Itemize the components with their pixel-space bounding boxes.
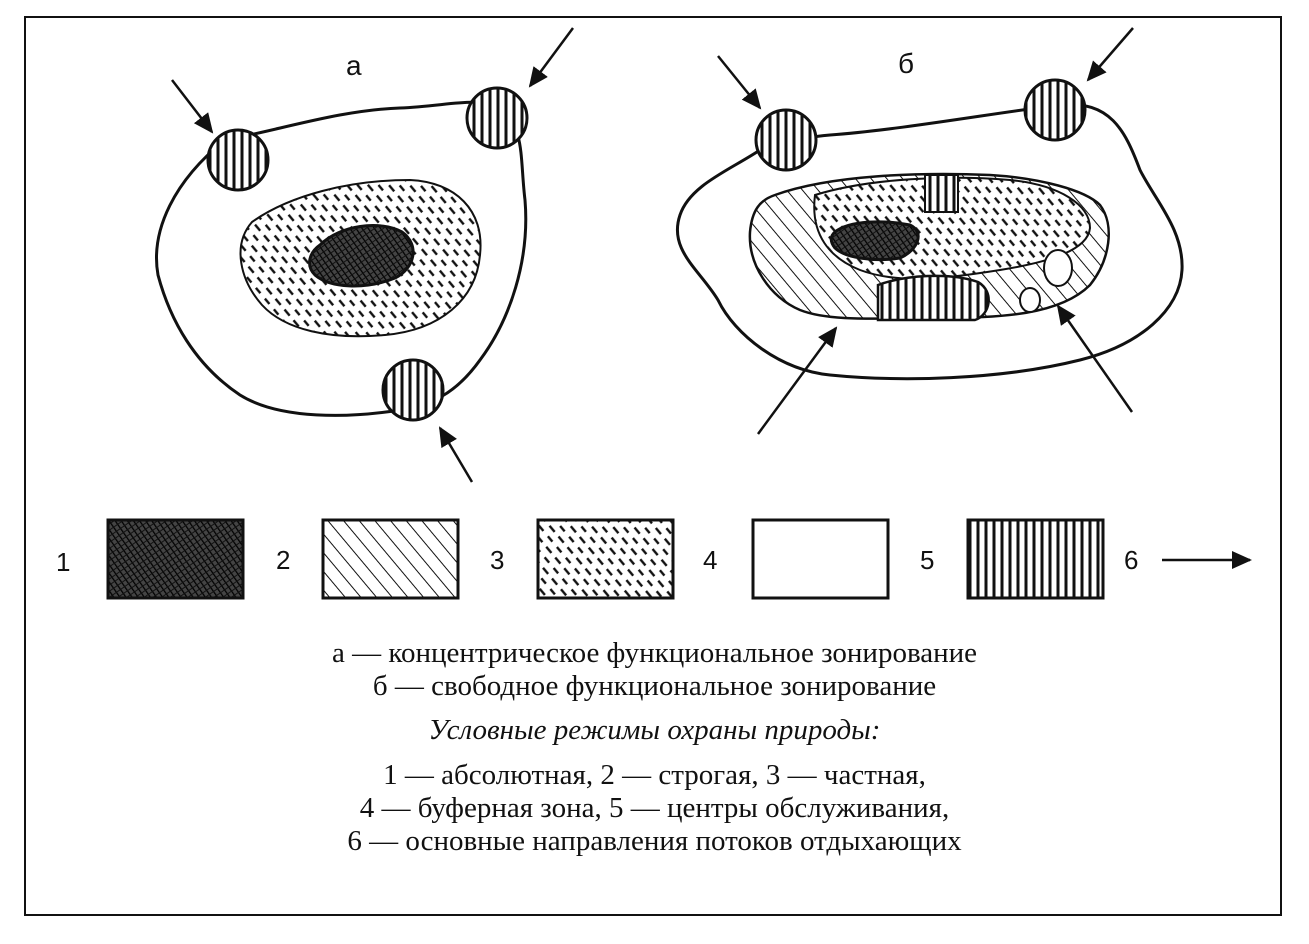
- panel-b-flow-arrow: [756, 326, 838, 435]
- legend-swatch-5: [966, 518, 1105, 600]
- panel-b-service-center: [754, 108, 818, 172]
- caption-line-b: б — свободное функциональное зонирование: [372, 670, 937, 702]
- caption-line-4: 4 — буферная зона, 5 — центры обслуживан…: [359, 792, 950, 824]
- panel-a-flow-arrow: [171, 79, 214, 134]
- legend-number-4: 4: [703, 545, 718, 575]
- legend-swatch-2: [321, 518, 460, 600]
- panel-b-flow-arrow: [1086, 27, 1134, 82]
- legend-swatches: [106, 518, 1252, 600]
- caption-line-3: 1 — абсолютная, 2 — строгая, 3 — частная…: [383, 759, 926, 791]
- panel-b-service-zone: [876, 274, 990, 322]
- panel-b-service-center: [1023, 78, 1087, 142]
- legend-swatch-1: [106, 518, 245, 600]
- panel-b-open-area: [1019, 287, 1041, 313]
- panel-a-flow-arrow: [528, 27, 575, 88]
- legend-number-1: 1: [56, 547, 71, 577]
- panel-b-flow-arrow: [1056, 304, 1134, 413]
- caption-line-5: 6 — основные направления потоков отдыхаю…: [347, 825, 962, 857]
- caption-subtitle: Условные режимы охраны природы:: [428, 714, 881, 746]
- legend-swatch-4: [751, 518, 890, 600]
- panel-a-service-center: [206, 128, 270, 192]
- panel-a-label: а: [346, 50, 362, 81]
- panel-b-absolute-zone: [829, 220, 920, 262]
- panel-b-flow-arrow: [717, 55, 762, 110]
- panel-a-diagram: [155, 27, 575, 483]
- panel-a-absolute-zone: [308, 224, 415, 288]
- panel-b-label: б: [898, 48, 915, 79]
- legend-number-6: 6: [1124, 545, 1139, 575]
- panel-a-flow-arrow: [438, 426, 474, 483]
- legend-number-3: 3: [490, 545, 505, 575]
- panel-b-diagram: [675, 27, 1184, 435]
- figure-frame: [24, 16, 1282, 916]
- panel-b-service-zone: [924, 174, 959, 213]
- panel-a-service-center: [465, 86, 529, 150]
- legend-number-2: 2: [276, 545, 291, 575]
- panel-b-open-area: [1043, 249, 1073, 287]
- legend-swatch-3: [536, 518, 675, 600]
- legend-number-5: 5: [920, 545, 935, 575]
- caption-line-a: а — концентрическое функциональное зонир…: [331, 637, 978, 669]
- panel-a-service-center: [381, 358, 445, 422]
